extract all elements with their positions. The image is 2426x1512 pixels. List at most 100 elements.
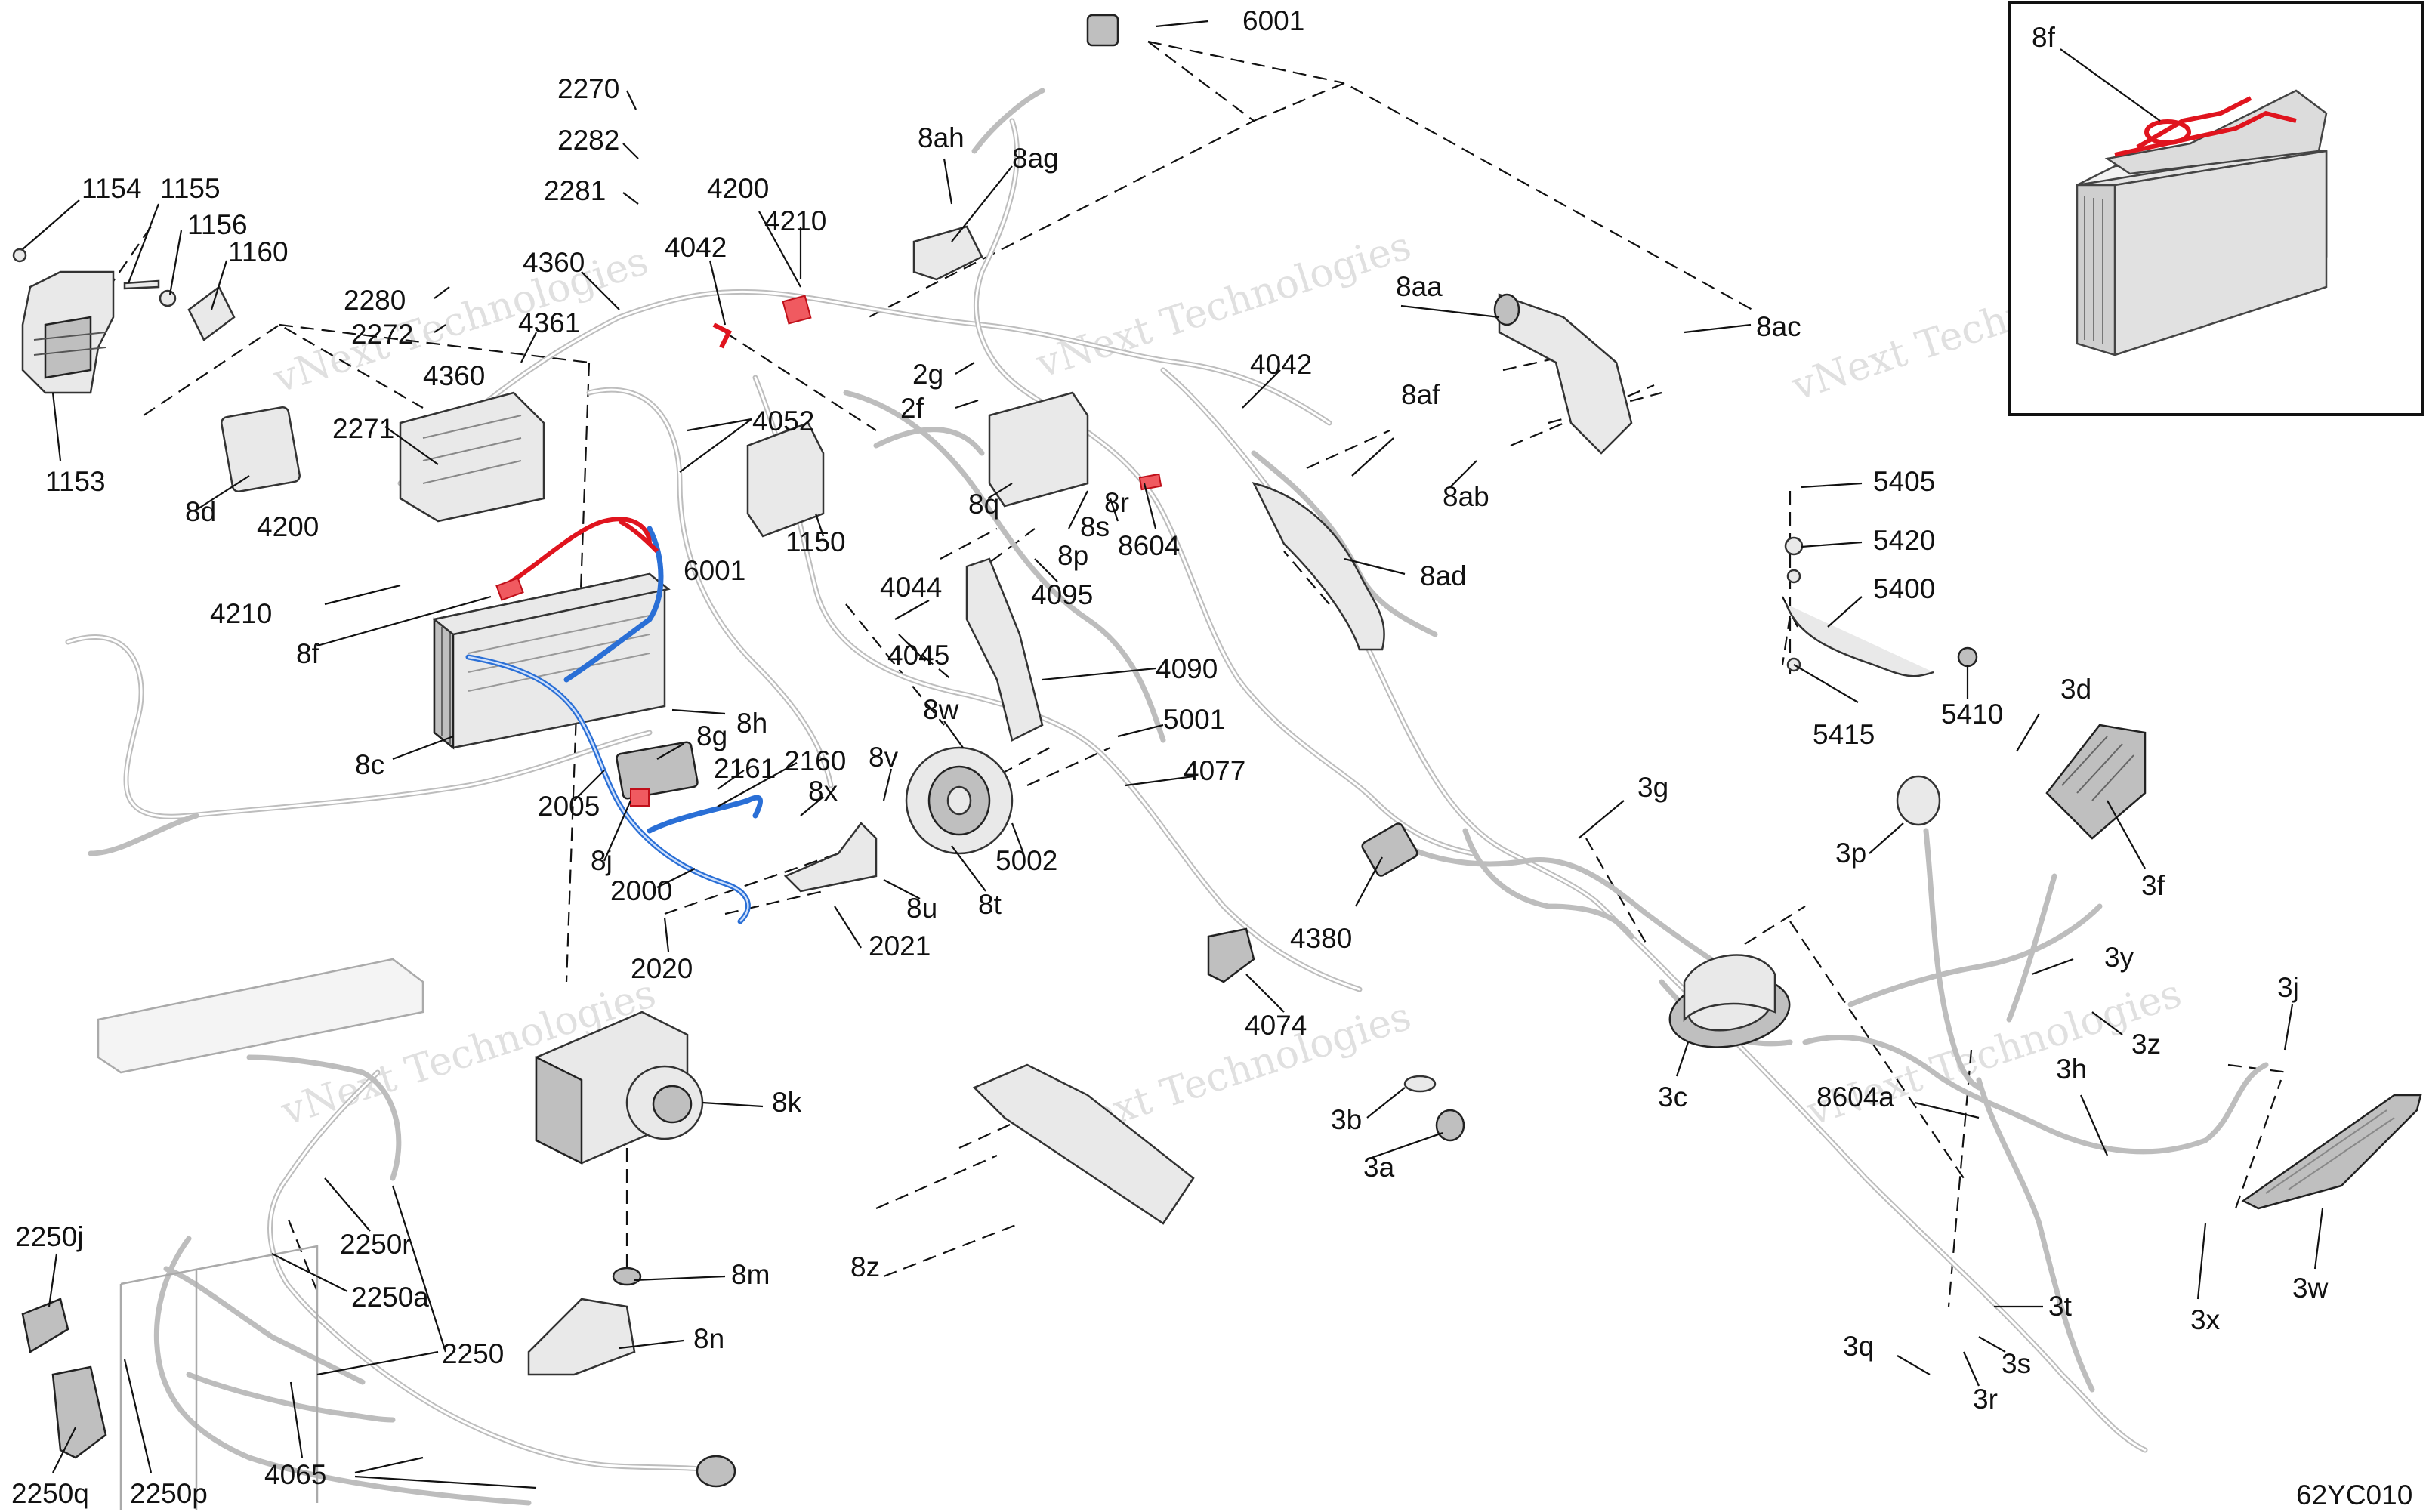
callout-3c: 3c [1658, 1082, 1687, 1112]
battery-8c [432, 572, 671, 750]
callout-3y: 3y [2104, 942, 2134, 973]
bracket-1153 [21, 270, 115, 394]
callout-2271: 2271 [332, 413, 394, 444]
callout-4380: 4380 [1290, 923, 1352, 954]
callout-4090: 4090 [1156, 653, 1218, 684]
callout-8w: 8w [923, 694, 959, 725]
callout-8x: 8x [808, 776, 838, 807]
callout-5001: 5001 [1163, 704, 1225, 735]
callout-4200-a: 4200 [707, 173, 769, 204]
callout-2000: 2000 [610, 875, 672, 906]
inset-battery-detail: 8f [2008, 1, 2424, 416]
callout-3q: 3q [1843, 1331, 1874, 1362]
callout-3f: 3f [2141, 870, 2165, 901]
horn-8t [905, 746, 1014, 855]
callout-1160: 1160 [228, 236, 289, 267]
callout-4044: 4044 [880, 572, 942, 603]
callout-4210-b: 4210 [210, 598, 272, 629]
callout-6001-bottom: 6001 [684, 555, 745, 586]
callout-5405: 5405 [1873, 466, 1935, 497]
inset-label: 8f [2032, 22, 2056, 53]
motor-8aa [1493, 293, 1633, 455]
callout-8f: 8f [296, 638, 320, 669]
callout-3z: 3z [2131, 1029, 2161, 1060]
callout-4045: 4045 [887, 640, 949, 671]
callout-5400: 5400 [1873, 573, 1935, 604]
callout-4200-b: 4200 [257, 511, 319, 542]
callout-6001-top: 6001 [1242, 5, 1304, 36]
callout-8j: 8j [591, 845, 613, 876]
drawing-code: 62YC010 [2296, 1480, 2412, 1510]
callout-2250r: 2250r [340, 1229, 412, 1260]
callout-3g: 3g [1637, 772, 1668, 803]
callout-2280: 2280 [344, 285, 406, 316]
callout-2250: 2250 [442, 1338, 504, 1369]
callout-4065: 4065 [264, 1459, 326, 1490]
callout-8ag: 8ag [1012, 143, 1059, 174]
callout-2272: 2272 [351, 319, 413, 350]
callout-3p: 3p [1835, 838, 1866, 869]
watermark-2: vNext Technologies [1031, 224, 1417, 387]
callout-2270: 2270 [557, 73, 619, 104]
speaker-3f [2045, 724, 2147, 840]
callout-8c: 8c [355, 749, 384, 780]
callout-3t: 3t [2048, 1291, 2073, 1322]
callout-8t: 8t [978, 889, 1002, 920]
callout-3a: 3a [1363, 1152, 1395, 1183]
callout-4077: 4077 [1184, 755, 1245, 786]
abs-module-8k [535, 1011, 704, 1165]
callout-4052: 4052 [752, 406, 814, 437]
callout-1156: 1156 [187, 209, 248, 240]
callout-8ah: 8ah [918, 122, 965, 153]
callout-2005: 2005 [538, 791, 600, 822]
callout-8604: 8604 [1118, 530, 1180, 561]
callout-2250j: 2250j [15, 1221, 84, 1252]
callout-8m: 8m [731, 1259, 770, 1290]
callout-3s: 3s [2002, 1348, 2031, 1379]
callout-2020: 2020 [631, 953, 693, 984]
callout-8d: 8d [185, 496, 216, 527]
callout-2250a: 2250a [351, 1282, 429, 1313]
callout-3b: 3b [1331, 1104, 1362, 1135]
callout-4074: 4074 [1245, 1010, 1307, 1041]
callout-8aa: 8aa [1396, 271, 1443, 302]
callout-4210-a: 4210 [764, 205, 826, 236]
callout-8v: 8v [869, 742, 899, 773]
callout-8h: 8h [736, 708, 767, 739]
callout-2f: 2f [900, 393, 924, 424]
callout-3d: 3d [2060, 674, 2091, 705]
callout-1155: 1155 [160, 173, 221, 204]
callout-1150: 1150 [786, 526, 846, 557]
callout-2160: 2160 [784, 745, 846, 776]
inset-leader [2060, 48, 2161, 122]
callout-8n: 8n [693, 1323, 724, 1354]
callout-8604a: 8604a [1816, 1082, 1894, 1112]
callout-8s: 8s [1080, 511, 1110, 542]
callout-2021: 2021 [869, 930, 931, 961]
callout-5420: 5420 [1873, 525, 1935, 556]
callout-2250p: 2250p [130, 1478, 208, 1509]
callout-4042-b: 4042 [1250, 349, 1312, 380]
callout-5410: 5410 [1941, 699, 2003, 730]
callout-8g: 8g [696, 721, 727, 751]
callout-8af: 8af [1401, 379, 1440, 410]
callout-8ac: 8ac [1756, 311, 1801, 342]
fuse-box-4360 [399, 391, 545, 523]
callout-2281: 2281 [544, 175, 606, 206]
callout-8r: 8r [1104, 487, 1129, 518]
callout-8ab: 8ab [1443, 481, 1489, 512]
callout-2282: 2282 [557, 125, 619, 156]
callout-3w: 3w [2292, 1273, 2329, 1304]
callout-8z: 8z [850, 1251, 880, 1282]
callout-8ad: 8ad [1420, 560, 1467, 591]
speaker-3c [1668, 954, 1791, 1048]
callout-5415: 5415 [1813, 719, 1875, 750]
callout-4042-a: 4042 [665, 232, 727, 263]
callout-8q: 8q [968, 489, 999, 520]
callout-5002: 5002 [995, 845, 1057, 876]
callout-labels: 6001 2270 2282 2281 2280 2272 2271 1154 … [11, 5, 2329, 1509]
callout-8p: 8p [1057, 540, 1088, 571]
leader-lines [22, 20, 2324, 1489]
callout-4360-a: 4360 [523, 247, 585, 278]
